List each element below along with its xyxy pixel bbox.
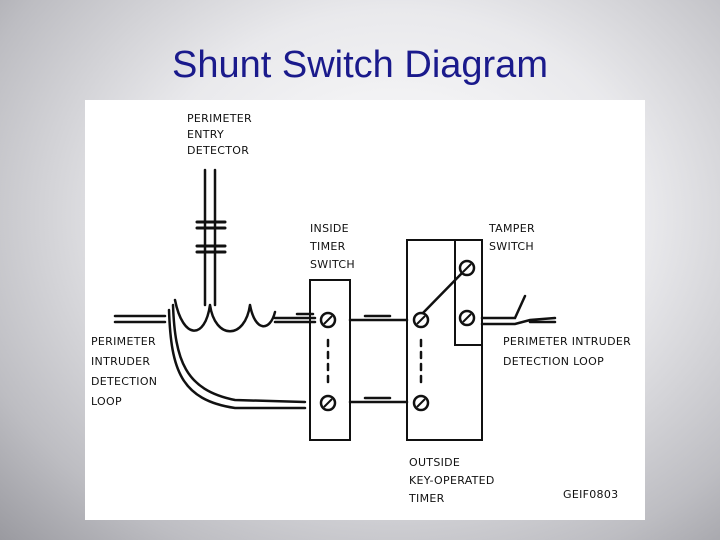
diagram-drawing: PERIMETER ENTRY DETECTOR INSIDE TIMER SW… <box>91 112 635 505</box>
label-figure-code: GEIF0803 <box>563 488 618 501</box>
tamper-switch-box <box>454 239 483 346</box>
lower-return-wire <box>167 303 307 410</box>
detector-contact <box>195 220 227 254</box>
label-perimeter-entry-detector: PERIMETER ENTRY DETECTOR <box>187 112 256 157</box>
left-wire-pair <box>113 314 167 324</box>
perimeter-entry-detector-posts <box>203 168 217 307</box>
slide-title: Shunt Switch Diagram <box>172 44 548 86</box>
terminal-screw-slots <box>323 263 472 408</box>
label-inside-timer-switch: INSIDE TIMER SWITCH <box>309 222 355 271</box>
label-perimeter-loop-right: PERIMETER INTRUDER DETECTION LOOP <box>503 335 635 368</box>
detector-coil-loops <box>173 298 277 333</box>
inside-timer-switch-box <box>309 279 351 441</box>
right-wire-pair <box>480 294 557 326</box>
shunt-switch-diagram: PERIMETER ENTRY DETECTOR INSIDE TIMER SW… <box>85 100 645 520</box>
label-perimeter-loop-left: PERIMETER INTRUDER DETECTION LOOP <box>91 335 161 408</box>
label-outside-timer: OUTSIDE KEY-OPERATED TIMER <box>408 456 499 505</box>
label-tamper-switch: TAMPER SWITCH <box>488 222 539 253</box>
wire-inside-to-outside <box>348 314 409 404</box>
outside-switch-arm <box>419 268 467 317</box>
